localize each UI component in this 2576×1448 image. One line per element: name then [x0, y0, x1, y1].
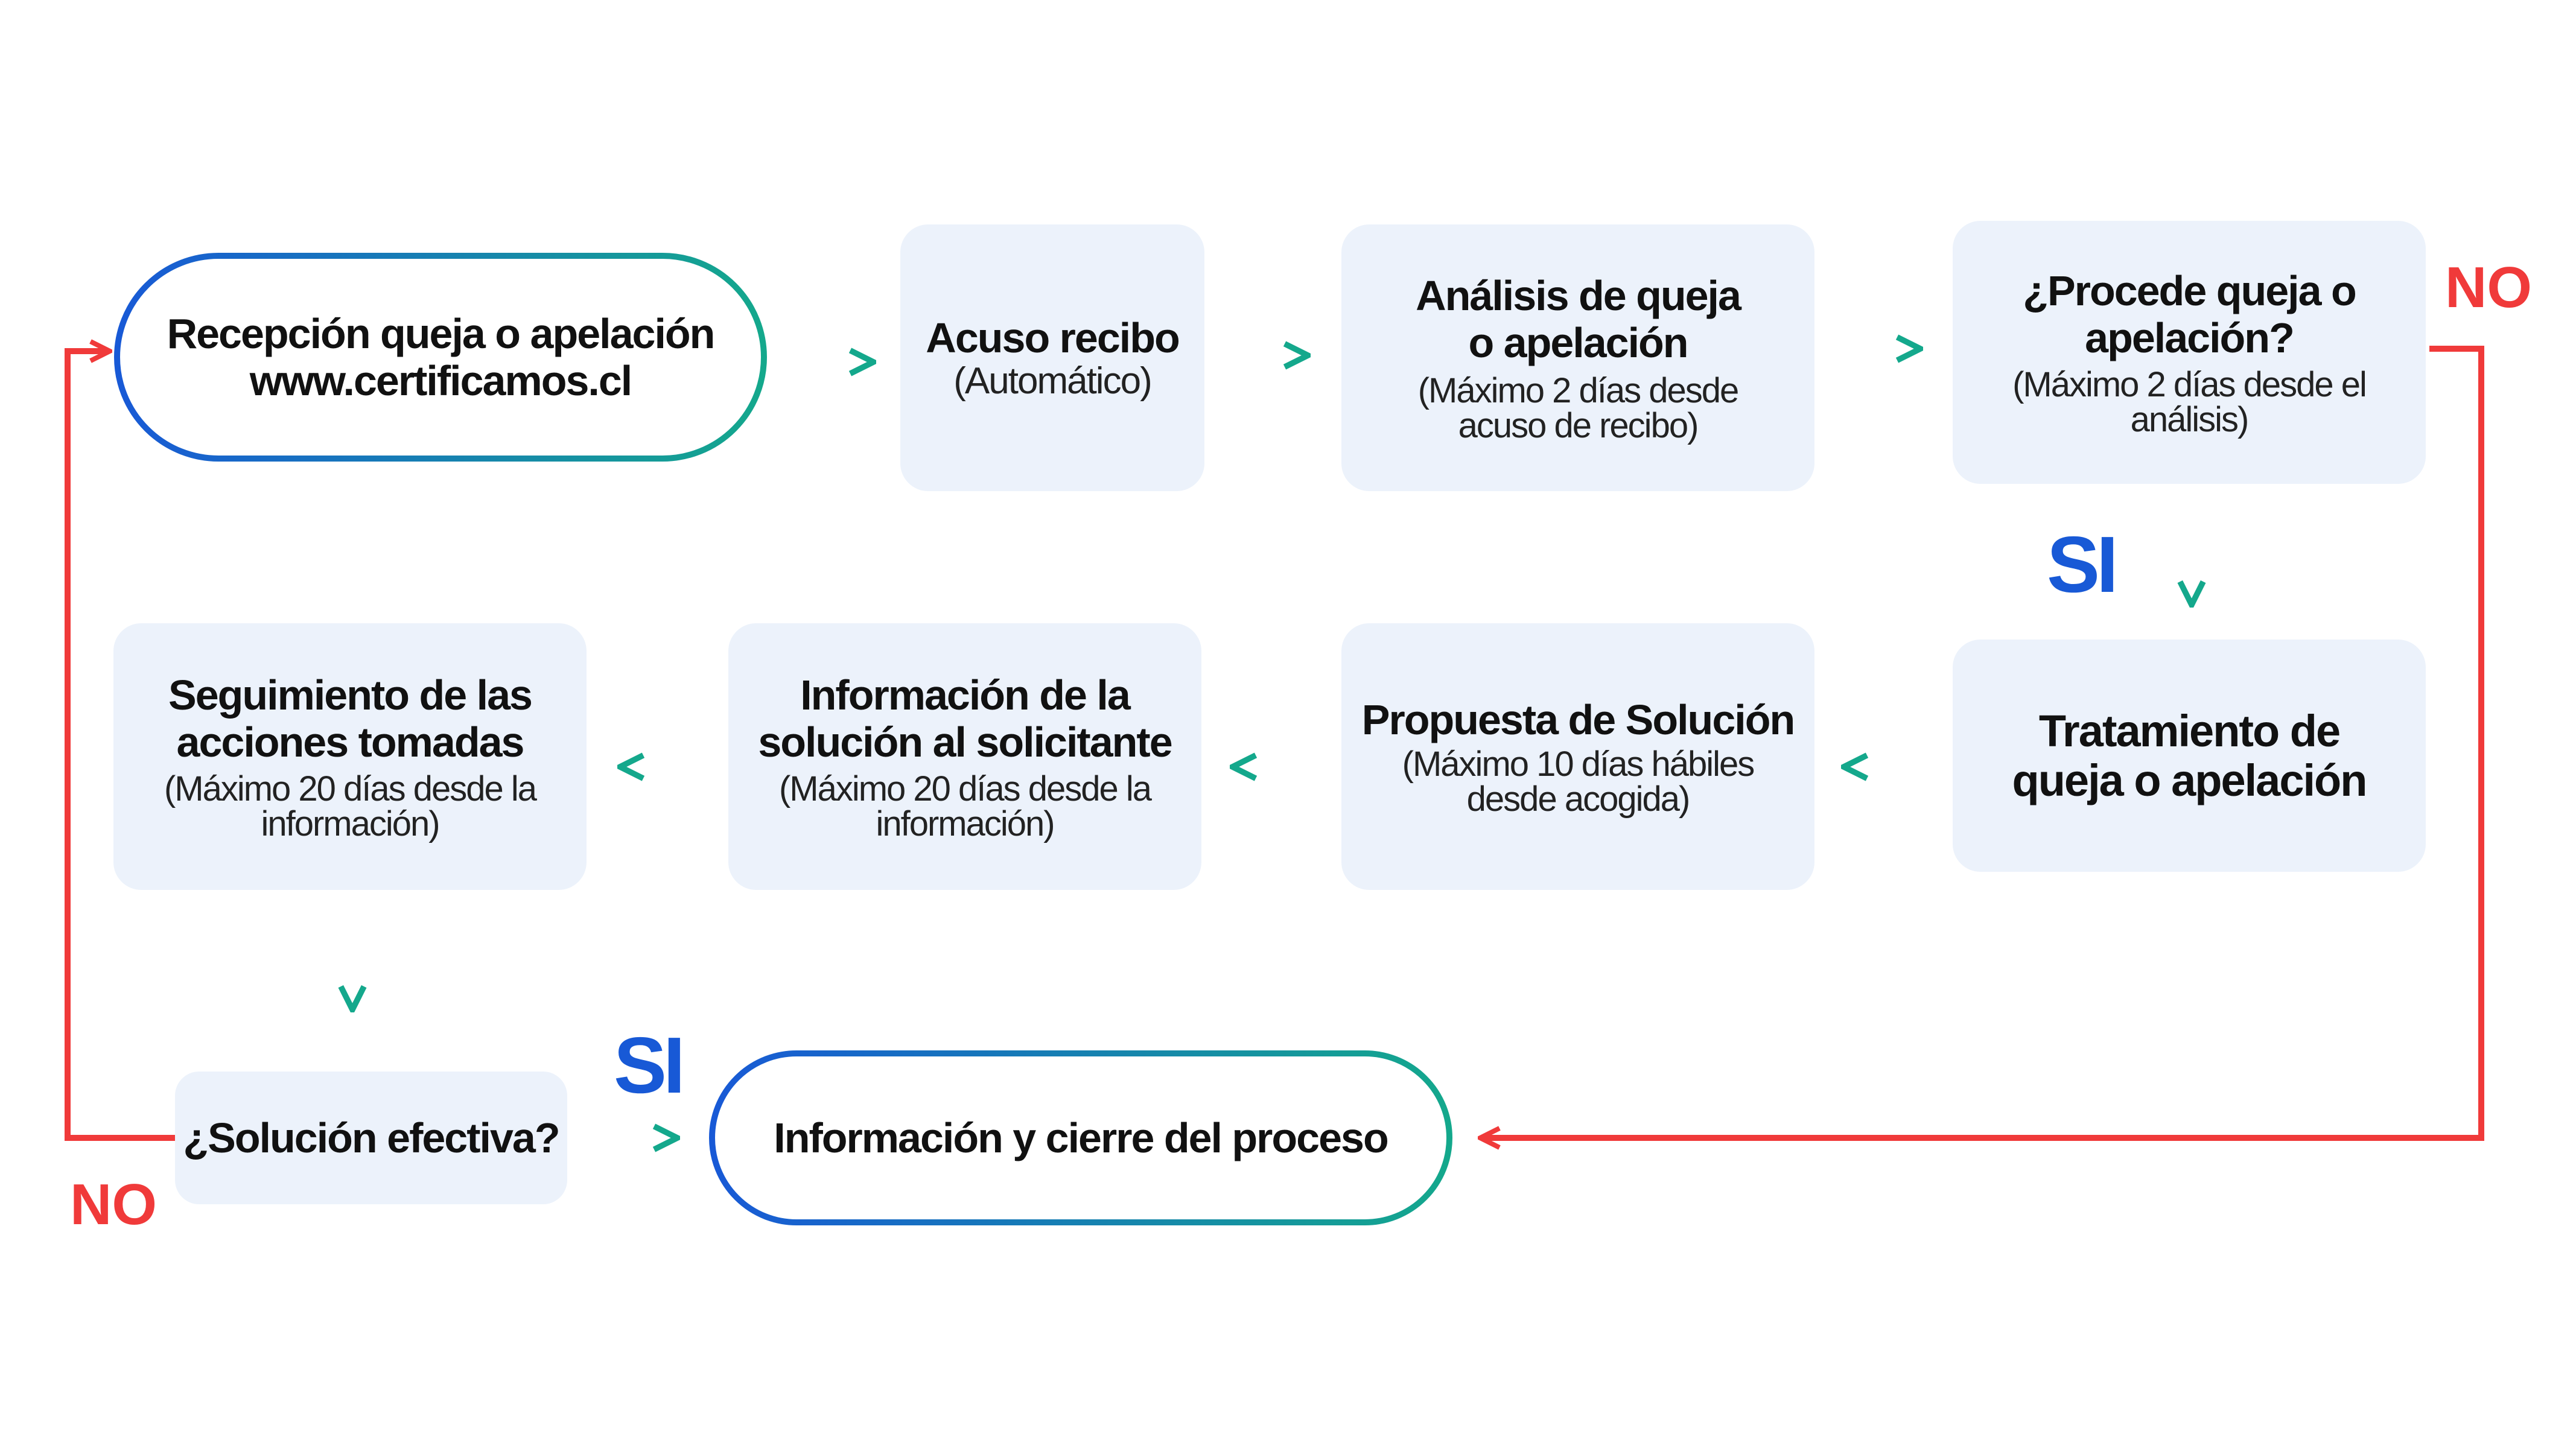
info-title-line-2: solución al solicitante: [758, 719, 1172, 766]
analysis-node: Análisis de queja o apelación (Máximo 2 …: [1341, 224, 1814, 491]
label-si-bottom: SI: [614, 1021, 685, 1110]
ack-node: Acuso recibo (Automático): [900, 224, 1204, 491]
treatment-title-line-1: Tratamiento de: [2038, 705, 2341, 756]
proceeds-subtitle-line-1: (Máximo 2 días desde el: [2012, 365, 2367, 404]
followup-title-line-2: acciones tomadas: [176, 719, 525, 766]
proposal-subtitle-line-2: desde acogida): [1466, 780, 1691, 819]
reception-title-line-1: Recepción queja o apelación: [167, 310, 716, 357]
reception-node: Recepción queja o apelación www.certific…: [117, 256, 764, 459]
analysis-subtitle-line-2: acuso de recibo): [1458, 406, 1699, 445]
proposal-subtitle-line-1: (Máximo 10 días hábiles: [1402, 745, 1755, 784]
info-node: Información de la solución al solicitant…: [728, 623, 1201, 890]
closure-pill-outline: [709, 1050, 1452, 1225]
reception-pill-outline: [114, 253, 767, 462]
proceeds-title-line-2: apelación?: [2085, 314, 2295, 361]
treatment-title-line-2: queja o apelación: [2012, 755, 2368, 805]
proceeds-title-line-1: ¿Procede queja o: [2023, 267, 2356, 314]
proposal-node: Propuesta de Solución (Máximo 10 días há…: [1341, 623, 1814, 890]
info-subtitle-line-2: información): [876, 804, 1055, 843]
label-no-top: NO: [2445, 255, 2532, 320]
followup-title-line-1: Seguimiento de las: [168, 672, 533, 719]
analysis-subtitle-line-1: (Máximo 2 días desde: [1417, 371, 1740, 410]
closure-node: Información y cierre del proceso: [712, 1053, 1449, 1222]
proceeds-node: ¿Procede queja o apelación? (Máximo 2 dí…: [1953, 221, 2426, 484]
reception-title-line-2: www.certificamos.cl: [249, 357, 632, 404]
arrow-no-effective-to-reception: [65, 351, 175, 1141]
analysis-title-line-1: Análisis de queja: [1416, 272, 1741, 319]
label-no-bottom: NO: [70, 1172, 157, 1237]
closure-title: Información y cierre del proceso: [774, 1114, 1388, 1161]
followup-subtitle-line-2: información): [261, 804, 440, 843]
followup-node: Seguimiento de las acciones tomadas (Máx…: [113, 623, 587, 890]
effective-node: ¿Solución efectiva?: [175, 1072, 567, 1204]
proposal-title: Propuesta de Solución: [1361, 696, 1795, 743]
info-subtitle-line-1: (Máximo 20 días desde la: [778, 769, 1152, 808]
followup-subtitle-line-1: (Máximo 20 días desde la: [164, 769, 537, 808]
proceeds-subtitle-line-2: análisis): [2130, 400, 2250, 439]
analysis-title-line-2: o apelación: [1468, 319, 1688, 366]
ack-title: Acuso recibo: [926, 314, 1180, 361]
effective-title: ¿Solución efectiva?: [183, 1114, 560, 1161]
treatment-node: Tratamiento de queja o apelación: [1953, 640, 2426, 872]
label-si-mid: SI: [2047, 520, 2119, 609]
ack-subtitle: (Automático): [953, 360, 1152, 402]
info-title-line-1: Información de la: [800, 672, 1131, 719]
arrow-no-proceeds-to-closure: [1481, 346, 2484, 1138]
